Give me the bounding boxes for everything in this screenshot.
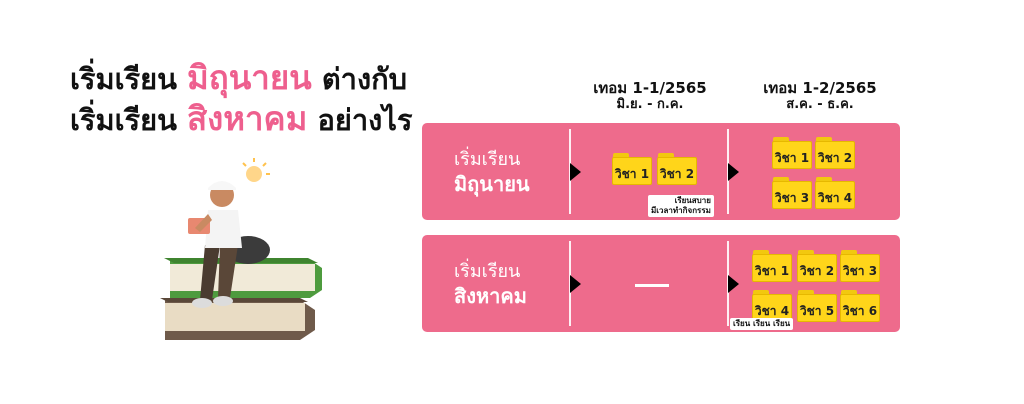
folder-icon: วิชา 6 [840, 290, 880, 322]
row-june: เริ่มเรียน มิถุนายน วิชา 1 วิชา 2 เรียนส… [422, 123, 900, 220]
triangle-right-icon [728, 275, 739, 293]
subject-label: วิชา 2 [659, 167, 695, 181]
folder-icon: วิชา 1 [772, 137, 812, 169]
student-on-books-icon [160, 158, 322, 340]
subject-label: วิชา 3 [774, 191, 810, 205]
headline-line-1: เริ่มเรียน มิถุนายน ต่างกับ [70, 58, 430, 99]
folder-icon: วิชา 2 [797, 250, 837, 282]
row-august-label: เริ่มเรียน สิงหาคม [454, 260, 527, 308]
subject-label: วิชา 3 [842, 264, 878, 278]
folder-icon: วิชา 4 [815, 177, 855, 209]
triangle-right-icon [728, 163, 739, 181]
subject-label: วิชา 4 [817, 191, 853, 205]
term-header-1: เทอม 1-1/2565 มิ.ย. - ก.ค. [580, 80, 720, 113]
row-june-label: เริ่มเรียน มิถุนายน [454, 148, 530, 196]
row-june-label-line-1: เริ่มเรียน [454, 149, 521, 170]
term-header-2: เทอม 1-2/2565 ส.ค. - ธ.ค. [740, 80, 900, 113]
subject-label: วิชา 2 [817, 151, 853, 165]
subject-label: วิชา 5 [799, 304, 835, 318]
row-august-label-line-2: สิงหาคม [454, 284, 527, 308]
note-line-1: เรียนสบาย [674, 196, 711, 205]
headline-highlight-august: สิงหาคม [187, 99, 308, 138]
folder-icon: วิชา 2 [657, 153, 697, 185]
subject-label: วิชา 1 [774, 151, 810, 165]
subject-label: วิชา 1 [754, 264, 790, 278]
folder-icon: วิชา 3 [772, 177, 812, 209]
study-study-study-note: เรียน เรียน เรียน [730, 318, 794, 330]
subject-label: วิชา 2 [799, 264, 835, 278]
row-august-label-line-1: เริ่มเรียน [454, 261, 521, 282]
folder-icon: วิชา 1 [752, 250, 792, 282]
headline-line-1-after: ต่างกับ [311, 62, 408, 96]
term-1-months: มิ.ย. - ก.ค. [616, 97, 684, 112]
note-line-2: มีเวลาทำกิจกรรม [651, 206, 711, 215]
headline-line-2-after: อย่างไร [307, 103, 413, 137]
row-august: เริ่มเรียน สิงหาคม วิชา 1 วิชา 2 วิชา 3 … [422, 235, 900, 332]
row-june-label-line-2: มิถุนายน [454, 172, 530, 196]
headline: เริ่มเรียน มิถุนายน ต่างกับ เริ่มเรียน ส… [70, 58, 430, 140]
folder-icon: วิชา 1 [612, 153, 652, 185]
folder-icon: วิชา 2 [815, 137, 855, 169]
subject-label: วิชา 6 [842, 304, 878, 318]
no-term-dash [635, 284, 669, 287]
term-1-title: เทอม 1-1/2565 [593, 79, 707, 97]
headline-line-2: เริ่มเรียน สิงหาคม อย่างไร [70, 99, 430, 140]
subject-label: วิชา 4 [754, 304, 790, 318]
term-2-title: เทอม 1-2/2565 [763, 79, 877, 97]
relaxed-study-note: เรียนสบาย มีเวลาทำกิจกรรม [648, 195, 714, 217]
headline-highlight-june: มิถุนายน [187, 58, 312, 97]
term-2-months: ส.ค. - ธ.ค. [786, 97, 854, 112]
headline-line-2-before: เริ่มเรียน [70, 103, 188, 137]
triangle-right-icon [570, 163, 581, 181]
student-reading-illustration [150, 150, 340, 350]
triangle-right-icon [570, 275, 581, 293]
subject-label: วิชา 1 [614, 167, 650, 181]
folder-icon: วิชา 3 [840, 250, 880, 282]
headline-line-1-before: เริ่มเรียน [70, 62, 188, 96]
folder-icon: วิชา 5 [797, 290, 837, 322]
